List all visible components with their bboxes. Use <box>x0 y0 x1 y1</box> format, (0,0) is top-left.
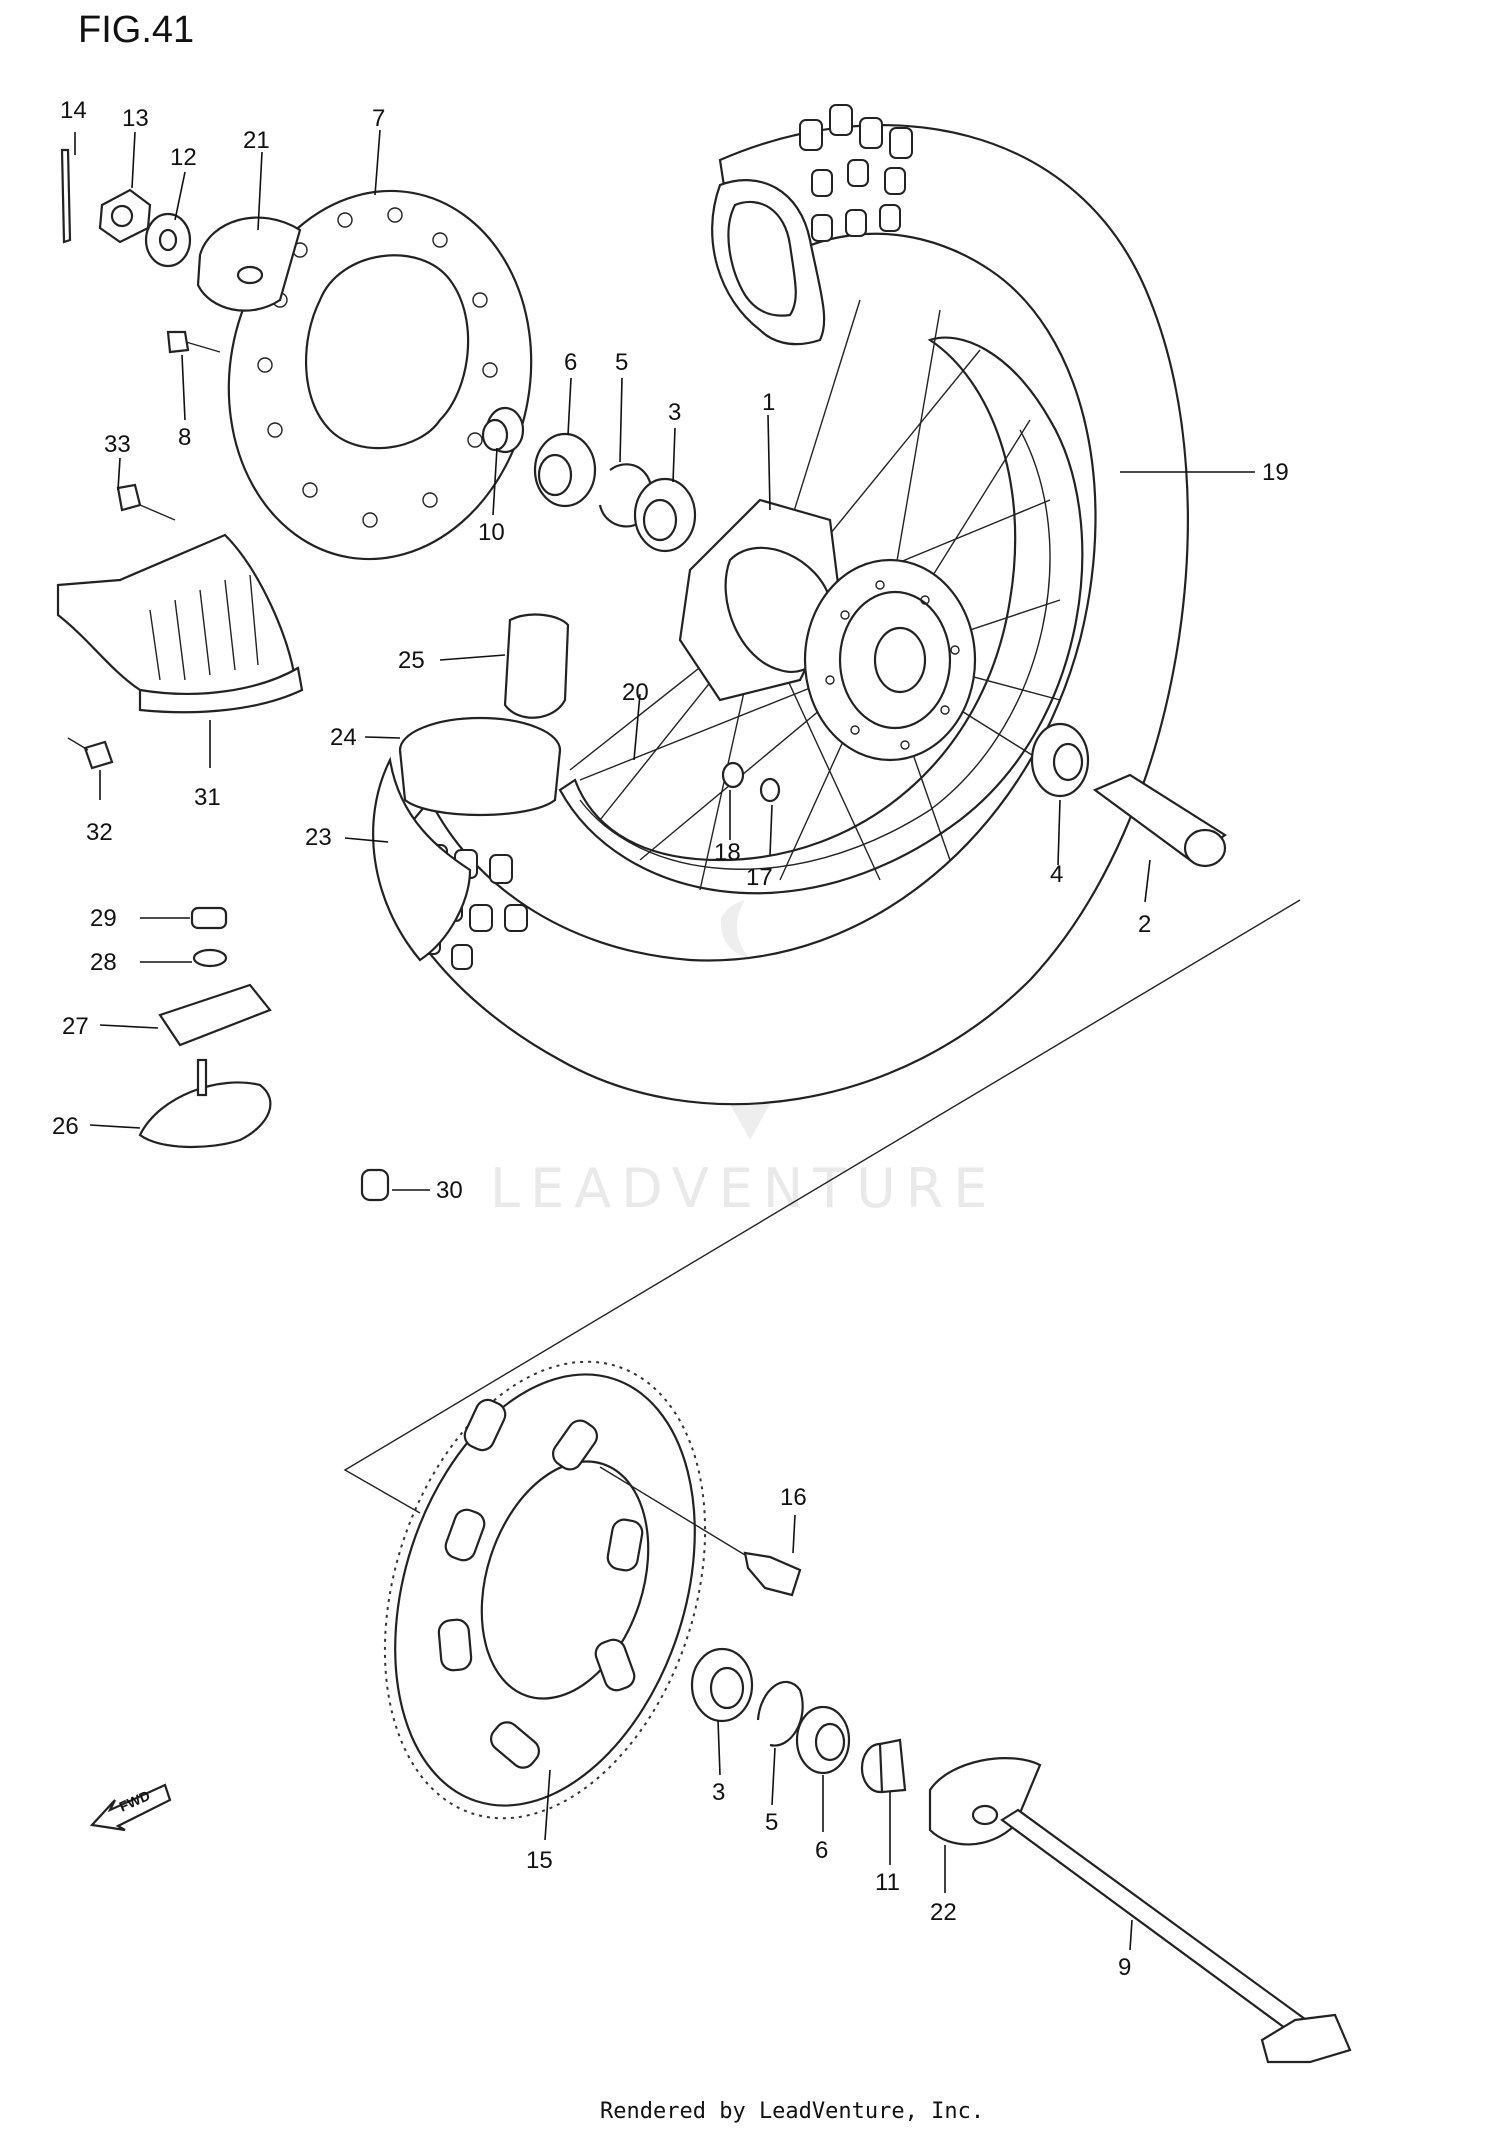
leader-lines <box>74 129 1255 1951</box>
guard-bolt-bottom <box>67 737 114 770</box>
chain-adjuster-left <box>196 216 302 312</box>
callout-17: 17 <box>746 864 773 891</box>
rim-lock <box>158 983 272 1047</box>
callout-3-bottom: 3 <box>712 1779 725 1806</box>
callout-18: 18 <box>714 839 741 866</box>
callout-11: 11 <box>875 1869 900 1896</box>
tread-top <box>799 104 913 242</box>
collar-bottom <box>860 1738 907 1794</box>
callout-7: 7 <box>372 105 385 132</box>
callout-5-top: 5 <box>615 349 628 376</box>
inner-tube <box>503 613 570 719</box>
callout-19: 19 <box>1262 459 1289 486</box>
tire-section <box>372 756 472 962</box>
rear-axle <box>1000 1808 1352 2064</box>
cotter-pin <box>60 148 72 244</box>
callout-20: 20 <box>622 679 649 706</box>
oil-seal-top <box>533 432 597 508</box>
callout-31: 31 <box>194 784 221 811</box>
callout-22: 22 <box>930 1899 957 1926</box>
callout-8: 8 <box>178 424 191 451</box>
callout-3-top: 3 <box>668 399 681 426</box>
callout-4: 4 <box>1050 861 1063 888</box>
fwd-arrow: FWD <box>89 1783 172 1832</box>
callout-32: 32 <box>86 819 113 846</box>
spoke-nipple <box>360 1168 390 1202</box>
washer <box>144 212 192 268</box>
callout-15: 15 <box>526 1847 553 1874</box>
callout-9: 9 <box>1118 1954 1131 1981</box>
footer-credit: Rendered by LeadVenture, Inc. <box>600 2099 984 2124</box>
callout-1: 1 <box>762 389 775 416</box>
callout-10: 10 <box>478 519 505 546</box>
callout-30: 30 <box>436 1177 463 1204</box>
axle-collar <box>1092 773 1227 868</box>
oil-seal-bottom <box>795 1705 851 1775</box>
callout-labels: 14 13 12 21 7 8 6 5 3 1 10 33 19 25 20 2… <box>52 97 1289 1981</box>
callout-24: 24 <box>330 724 357 751</box>
disc-bolt <box>166 330 221 354</box>
bearing-top <box>633 477 697 553</box>
tube-patch <box>138 1058 272 1149</box>
callout-26: 26 <box>52 1113 79 1140</box>
callout-5-bottom: 5 <box>765 1809 778 1836</box>
sprocket-cutouts <box>437 1398 644 1769</box>
callout-16: 16 <box>780 1484 807 1511</box>
callout-27: 27 <box>62 1013 89 1040</box>
spacer-right <box>1030 722 1090 798</box>
axle-nut <box>98 188 152 244</box>
spoke-nipples-mid <box>721 761 781 803</box>
callout-29: 29 <box>90 905 117 932</box>
brake-disc <box>227 189 533 561</box>
watermark-text: LEADVENTURE <box>490 1157 997 1220</box>
sprocket-bolt <box>599 1466 802 1597</box>
assembly-outline <box>343 899 1301 1514</box>
callout-6-bottom: 6 <box>815 1837 828 1864</box>
callout-25: 25 <box>398 647 425 674</box>
callout-23: 23 <box>305 824 332 851</box>
callout-33: 33 <box>104 431 131 458</box>
bearing-bottom <box>690 1647 754 1723</box>
rear-sprocket <box>383 1360 707 1820</box>
figure-title: FIG.41 <box>78 9 194 51</box>
callout-21: 21 <box>243 127 270 154</box>
hub <box>678 498 977 762</box>
valve-washer <box>192 948 228 968</box>
hub-flange-holes <box>825 580 960 750</box>
callout-2: 2 <box>1138 911 1151 938</box>
circlip-bottom <box>756 1680 804 1747</box>
callout-28: 28 <box>90 949 117 976</box>
rim-band <box>398 716 562 817</box>
guard-bolt-top <box>116 483 176 521</box>
callout-12: 12 <box>170 144 197 171</box>
callout-13: 13 <box>122 105 149 132</box>
chain-guard <box>56 533 304 714</box>
valve-cap <box>190 906 228 930</box>
callout-14: 14 <box>60 97 87 124</box>
spacer-left <box>481 406 525 454</box>
callout-6-top: 6 <box>564 349 577 376</box>
